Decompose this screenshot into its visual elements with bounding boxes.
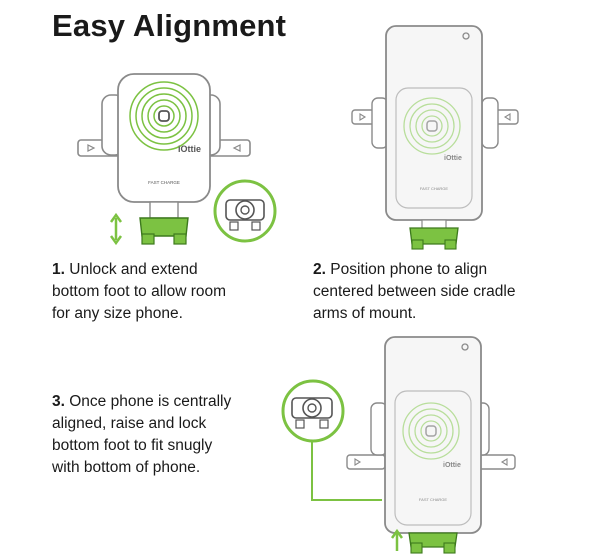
bottom-foot-green [139,217,189,245]
step-line: bottom foot to fit snugly [52,437,213,454]
magnifier-circle-icon [213,179,277,243]
charge-label: FAST CHARGE [420,186,448,191]
step-number: 2. [313,261,326,278]
step-line: with bottom of phone. [52,459,201,476]
wireless-coil-icon [403,97,461,155]
bottom-foot-green [408,532,458,554]
step-line: aligned, raise and lock [52,415,207,432]
charge-label: FAST CHARGE [419,497,447,502]
camera-dot-icon [462,32,470,40]
figure-mount-extended: iOttie FAST CHARGE [77,73,251,246]
step-line: for any size phone. [52,305,183,322]
bottom-foot-green [409,227,459,250]
step-line: Position phone to align [330,261,488,278]
brand-label: iOttie [444,155,462,162]
brand-label: iOttie [443,462,461,469]
step-number: 3. [52,393,65,410]
wireless-coil-icon [402,402,460,460]
figure-foot-raised: iOttie FAST CHARGE [346,336,516,554]
camera-dot-icon [461,343,469,351]
step-line: centered between side cradle [313,283,516,300]
right-cradle-arm [479,97,519,149]
up-down-arrow-icon [109,212,123,246]
magnifier-circle-icon [281,379,345,443]
step-line: Unlock and extend [69,261,198,278]
step-line: bottom foot to allow room [52,283,227,300]
step-1-text: 1. Unlock and extend bottom foot to allo… [52,259,292,325]
brand-label: iOttie [178,144,201,154]
step-line: Once phone is centrally [69,393,232,410]
step-2-text: 2. Position phone to align centered betw… [313,259,573,325]
left-cradle-arm [351,97,391,149]
magnifier-leader-line [311,440,382,501]
up-arrow-icon [390,528,404,551]
step-3-text: 3. Once phone is centrally aligned, rais… [52,391,282,479]
wireless-coil-icon [129,81,199,151]
step-line: arms of mount. [313,305,417,322]
charge-label: FAST CHARGE [148,180,180,185]
step-number: 1. [52,261,65,278]
page-title: Easy Alignment [52,8,287,43]
figure-phone-positioned: iOttie FAST CHARGE [351,25,519,250]
